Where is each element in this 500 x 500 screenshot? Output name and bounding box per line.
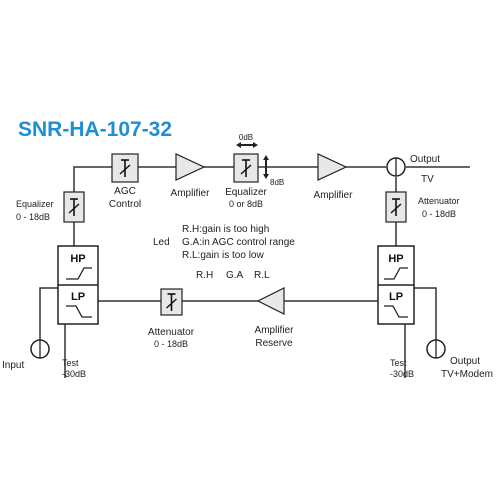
led-legend: Led R.H:gain is too high G.A:in AGC cont…	[153, 224, 295, 281]
led-line-ga: G.A:in AGC control range	[182, 237, 295, 248]
attenuator-right-value: 0 - 18dB	[422, 209, 456, 219]
led-line-rh: R.H:gain is too high	[182, 224, 269, 235]
attenuator-right-block	[385, 191, 407, 223]
led-indicator-ga: G.A	[226, 270, 244, 281]
led-line-rl: R.L:gain is too low	[182, 250, 264, 261]
led-indicator-rl: R.L	[254, 270, 270, 281]
equalizer-top-side: 8dB	[270, 178, 284, 187]
lp-left-label: LP	[71, 291, 85, 303]
wires	[39, 166, 470, 378]
diplexer-left: HP LP	[57, 245, 99, 325]
agc-control-block	[111, 153, 139, 183]
agc-label-1: AGC	[114, 186, 136, 197]
attenuator-right-name: Attenuator	[418, 196, 460, 206]
amplifier-1-icon	[175, 153, 206, 181]
diplexer-right: HP LP	[377, 245, 415, 325]
double-arrow-vertical-icon	[263, 155, 269, 179]
output-tv-port-icon	[386, 157, 406, 177]
amplifier-2-label: Amplifier	[314, 190, 354, 201]
led-indicator-rh: R.H	[196, 270, 213, 281]
input-port-icon	[30, 339, 50, 359]
equalizer-top-name: Equalizer	[225, 187, 267, 198]
input-label: Input	[2, 360, 24, 371]
low-pass-icon	[384, 305, 408, 318]
amplifier-2-icon	[317, 153, 348, 181]
attenuator-bottom-name: Attenuator	[148, 327, 195, 338]
amplifier-1-label: Amplifier	[171, 188, 211, 199]
equalizer-top-range: 0dB	[239, 133, 253, 142]
led-title: Led	[153, 237, 170, 248]
hp-left-label: HP	[70, 253, 85, 265]
wire-input	[39, 287, 58, 340]
amplifier-reserve-label-2: Reserve	[255, 338, 293, 349]
output-modem-label-1: Output	[450, 356, 480, 367]
high-pass-icon	[384, 267, 408, 280]
output-tv-label-2: TV	[421, 174, 434, 185]
attenuator-bottom-value: 0 - 18dB	[154, 339, 188, 349]
wire-left-top	[73, 166, 112, 192]
equalizer-left-name: Equalizer	[16, 199, 54, 209]
high-pass-icon	[66, 267, 92, 280]
equalizer-top-value: 0 or 8dB	[229, 199, 263, 209]
test-right-value: -30dB	[390, 369, 414, 379]
attenuator-bottom-block	[160, 288, 183, 316]
title: SNR-HA-107-32	[18, 118, 172, 141]
lp-right-label: LP	[389, 291, 403, 303]
output-modem-label-2: TV+Modem	[441, 369, 493, 380]
output-modem-port-icon	[426, 339, 446, 359]
equalizer-top-block	[233, 153, 259, 183]
double-arrow-horizontal-icon	[236, 142, 258, 148]
hp-right-label: HP	[388, 253, 403, 265]
wire-output-modem	[414, 287, 437, 340]
amplifier-reserve-icon	[256, 287, 285, 315]
equalizer-left-value: 0 - 18dB	[16, 212, 50, 222]
output-tv-label-1: Output	[410, 154, 440, 165]
equalizer-left-block	[63, 191, 85, 223]
test-right-label: Test	[390, 358, 407, 368]
test-left-value: -30dB	[62, 369, 86, 379]
agc-label-2: Control	[109, 199, 141, 210]
low-pass-icon	[66, 305, 92, 318]
test-left-label: Test	[62, 358, 79, 368]
amplifier-reserve-label-1: Amplifier	[255, 325, 295, 336]
